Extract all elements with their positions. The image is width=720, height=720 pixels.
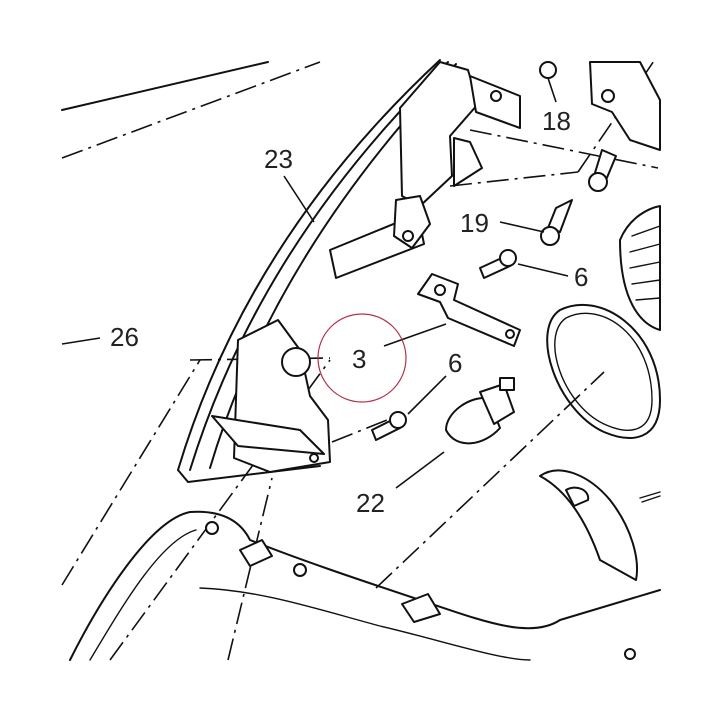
solid-edge-line: [61, 61, 269, 111]
housing-side-slot: [565, 486, 590, 507]
seal-ring: [546, 304, 661, 439]
callout-23: 23: [264, 144, 293, 174]
centerline-left: [61, 359, 201, 586]
screw-6-mid-head: [389, 411, 407, 429]
clip-part-3: [417, 273, 521, 347]
centerline-screw-mid: [331, 417, 393, 443]
centerline-upper: [61, 61, 321, 159]
centerline-bracket-top: [449, 171, 579, 187]
housing-right-ridge: [639, 491, 661, 503]
screws: [371, 149, 617, 441]
screw-6-mid: [371, 411, 407, 441]
callout-6-mid: 6: [448, 348, 462, 378]
screw-upper-right: [588, 149, 617, 192]
clip-hole: [434, 284, 446, 296]
housing-hole-right: [624, 648, 636, 660]
mount-hole: [281, 347, 311, 377]
screw-19-thread: [547, 199, 573, 233]
frame-bottom-edge: [177, 465, 321, 483]
callout-3: 3: [352, 344, 366, 374]
housing-tab-a: [239, 539, 273, 567]
leader-3: [383, 323, 447, 347]
leader-23: [283, 175, 315, 223]
mount-flange: [211, 415, 325, 455]
leader-19: [499, 221, 545, 233]
callout-18: 18: [542, 106, 571, 136]
seal-outer: [546, 304, 661, 439]
housing-tab-b: [401, 593, 441, 623]
seal-inner: [554, 312, 653, 431]
screw-6-top: [479, 249, 517, 279]
leader-lines: [61, 77, 569, 489]
screw-upper-head: [588, 172, 608, 192]
housing-hole-center: [293, 563, 307, 577]
housing-hole: [601, 89, 615, 103]
headlamp-frame-part-23: [177, 59, 457, 483]
upper-bracket: [393, 61, 557, 249]
housing-hole-left: [205, 521, 219, 535]
centerline-screw-top: [469, 129, 659, 169]
callout-22: 22: [356, 488, 385, 518]
bracket-clip: [453, 137, 483, 187]
bulb-part-22: [445, 377, 515, 445]
centerline-bracket-down: [227, 477, 273, 661]
bulb-base: [479, 383, 515, 425]
frame-outer-edge: [177, 59, 441, 471]
callout-6-top: 6: [574, 262, 588, 292]
screw-6-top-head: [499, 249, 517, 267]
reflector-ribs: [629, 225, 661, 301]
clip-body: [417, 273, 521, 347]
frame-inner-edge-1: [189, 61, 449, 471]
highlight-circle: [317, 313, 407, 403]
bracket-top-plate: [469, 75, 521, 129]
bracket-foot-hole: [402, 230, 414, 242]
centerline-seal: [375, 371, 605, 589]
leader-6-top: [517, 263, 569, 277]
leader-18: [547, 77, 557, 103]
callout-labels: 18 23 19 6 26 3 6 22: [110, 106, 588, 518]
screw-19: [540, 199, 573, 246]
housing-top-edge: [69, 510, 661, 661]
upper-right-housing: [589, 61, 661, 331]
lamp-housing: [69, 469, 661, 661]
leader-22: [395, 451, 445, 489]
screw-19-head: [540, 226, 560, 246]
clip-18-shape: [539, 61, 557, 79]
mount-pin: [309, 453, 319, 463]
callout-19: 19: [460, 208, 489, 238]
callout-26: 26: [110, 322, 139, 352]
leader-26: [61, 337, 101, 345]
housing-side-arm: [539, 469, 638, 581]
reflector-bowl: [619, 205, 661, 331]
housing-top-corner: [589, 61, 661, 151]
clip-slot: [505, 329, 515, 339]
housing-inner-contour: [89, 529, 531, 661]
leader-6-mid: [407, 375, 447, 415]
bracket-top-hole: [490, 90, 502, 102]
bulb-connector: [499, 377, 515, 391]
